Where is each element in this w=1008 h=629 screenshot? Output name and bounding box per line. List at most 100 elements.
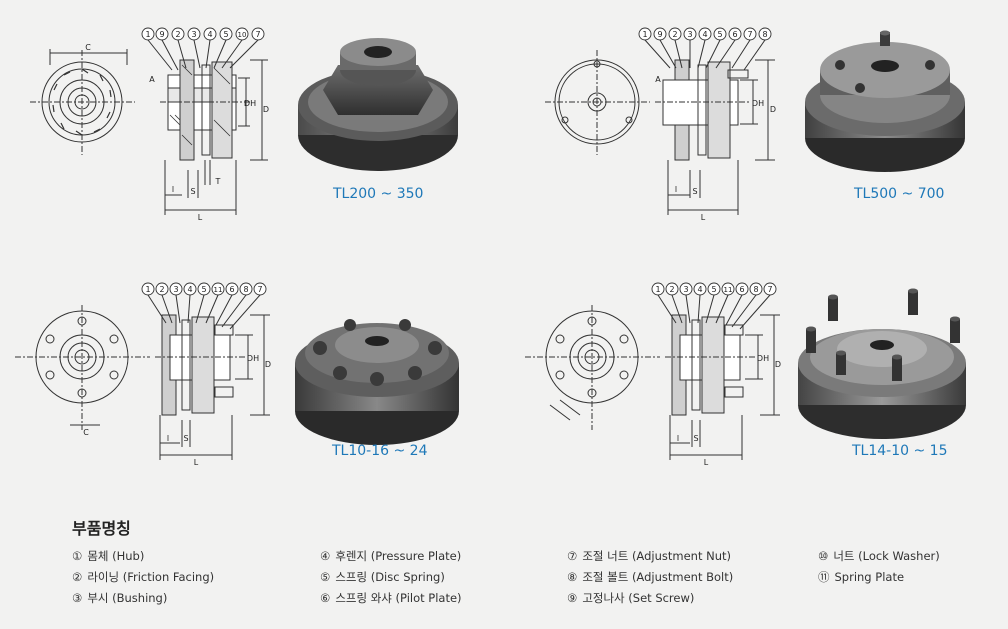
callout-number: 8	[753, 285, 758, 294]
legend-text: 고정나사 (Set Screw)	[582, 591, 695, 605]
callout-number: 2	[672, 30, 677, 39]
dim-label-l: L	[198, 213, 203, 222]
dim-label-dh: DH	[757, 354, 769, 363]
legend-number: ①	[72, 549, 83, 563]
callout-number: 9	[657, 30, 662, 39]
legend-item: ② 라이닝 (Friction Facing)	[72, 567, 214, 588]
legend-text: 스프링 (Disc Spring)	[335, 570, 445, 584]
callout-number: 11	[724, 286, 733, 294]
callout-number: 2	[159, 285, 164, 294]
dim-label-l: L	[194, 458, 199, 467]
legend-number: ⑤	[320, 570, 331, 584]
legend-number: ⑨	[567, 591, 578, 605]
dim-label-s: S	[183, 434, 188, 443]
callout-number: 8	[762, 30, 767, 39]
callout-number: 1	[145, 285, 150, 294]
callout-number: 4	[207, 30, 212, 39]
legend-number: ⑩	[818, 549, 829, 563]
product-panel-tl14: D DH L S l 1 2 3 4 5 11 6 8 7	[500, 265, 1008, 495]
product-photo-tl14	[798, 288, 966, 439]
legend-number: ⑪	[818, 570, 830, 584]
callout-number: 4	[702, 30, 707, 39]
callout-number: 4	[697, 285, 702, 294]
dim-label-d: D	[263, 105, 269, 114]
legend-text: 몸체 (Hub)	[87, 549, 145, 563]
dim-label-l-small: l	[167, 434, 169, 443]
technical-drawing: A D DH L S l 1 9 2 3 4 5 6 7 8	[545, 27, 776, 222]
dim-label-l-small: l	[172, 185, 174, 194]
product-panel-tl200: C A D DH L S T l 1 9 2 3 4 5 10 7	[0, 0, 500, 230]
technical-drawing: C D DH L S l 1 2 3 4 5 11 6 8 7	[15, 282, 271, 467]
legend-number: ⑦	[567, 549, 578, 563]
legend-item: ⑪ Spring Plate	[818, 567, 940, 588]
model-label: TL14-10 ~ 15	[852, 443, 948, 459]
technical-drawing: D DH L S l 1 2 3 4 5 11 6 8 7	[525, 282, 781, 467]
callout-number: 1	[642, 30, 647, 39]
dim-label-a: A	[149, 75, 155, 84]
model-label: TL500 ~ 700	[854, 186, 945, 202]
technical-drawing: C A D DH L S T l 1 9 2 3 4 5 10 7	[30, 27, 269, 222]
dim-label-d: D	[265, 360, 271, 369]
dim-label-s: S	[190, 187, 195, 196]
legend-text: 스프링 와샤 (Pilot Plate)	[335, 591, 462, 605]
legend-item: ⑩ 너트 (Lock Washer)	[818, 546, 940, 567]
callout-number: 3	[173, 285, 178, 294]
product-photo-tl200	[298, 38, 458, 171]
dim-label-c: C	[83, 428, 89, 437]
callout-number: 1	[655, 285, 660, 294]
callout-number: 7	[747, 30, 752, 39]
product-photo-tl500	[805, 30, 965, 172]
legend-text: 후렌지 (Pressure Plate)	[335, 549, 462, 563]
callout-number: 7	[767, 285, 772, 294]
legend-item: ⑨ 고정나사 (Set Screw)	[567, 588, 733, 609]
callout-number: 7	[255, 30, 260, 39]
legend-text: 부시 (Bushing)	[87, 591, 168, 605]
dim-label-a: A	[655, 75, 661, 84]
callout-number: 5	[201, 285, 206, 294]
callout-number: 3	[683, 285, 688, 294]
callout-number: 6	[229, 285, 234, 294]
callout-number: 2	[669, 285, 674, 294]
callout-number: 11	[214, 286, 223, 294]
dim-label-d: D	[775, 360, 781, 369]
callout-number: 8	[243, 285, 248, 294]
dim-label-t: T	[215, 177, 221, 186]
dim-label-l-small: l	[675, 185, 677, 194]
legend-number: ③	[72, 591, 83, 605]
callout-number: 5	[717, 30, 722, 39]
legend-title: 부품명칭	[72, 519, 131, 538]
callout-number: 9	[159, 30, 164, 39]
callout-number: 4	[187, 285, 192, 294]
callout-number: 10	[238, 31, 247, 39]
legend-item: ① 몸체 (Hub)	[72, 546, 214, 567]
callout-number: 7	[257, 285, 262, 294]
legend-column-4: ⑩ 너트 (Lock Washer) ⑪ Spring Plate	[818, 546, 940, 588]
legend-text: 조절 너트 (Adjustment Nut)	[582, 549, 731, 563]
legend-number: ⑥	[320, 591, 331, 605]
callout-number: 6	[739, 285, 744, 294]
dim-label-d: D	[770, 105, 776, 114]
legend-item: ⑥ 스프링 와샤 (Pilot Plate)	[320, 588, 462, 609]
callout-number: 1	[145, 30, 150, 39]
product-panel-tl500: A D DH L S l 1 9 2 3 4 5 6 7 8	[500, 0, 1008, 230]
legend-text: Spring Plate	[834, 570, 905, 584]
legend-text: 라이닝 (Friction Facing)	[87, 570, 215, 584]
callout-number: 2	[175, 30, 180, 39]
legend-number: ②	[72, 570, 83, 584]
legend-text: 조절 볼트 (Adjustment Bolt)	[582, 570, 734, 584]
legend-column-1: ① 몸체 (Hub) ② 라이닝 (Friction Facing) ③ 부시 (Bu…	[72, 546, 214, 609]
dim-label-l-small: l	[677, 434, 679, 443]
dim-label-l: L	[704, 458, 709, 467]
dim-label-dh: DH	[247, 354, 259, 363]
legend-item: ⑤ 스프링 (Disc Spring)	[320, 567, 462, 588]
dim-label-dh: DH	[244, 99, 256, 108]
dim-label-s: S	[693, 434, 698, 443]
product-photo-tl10	[295, 319, 459, 445]
legend-text: 너트 (Lock Washer)	[833, 549, 940, 563]
callout-number: 5	[711, 285, 716, 294]
dim-label-s: S	[692, 187, 697, 196]
